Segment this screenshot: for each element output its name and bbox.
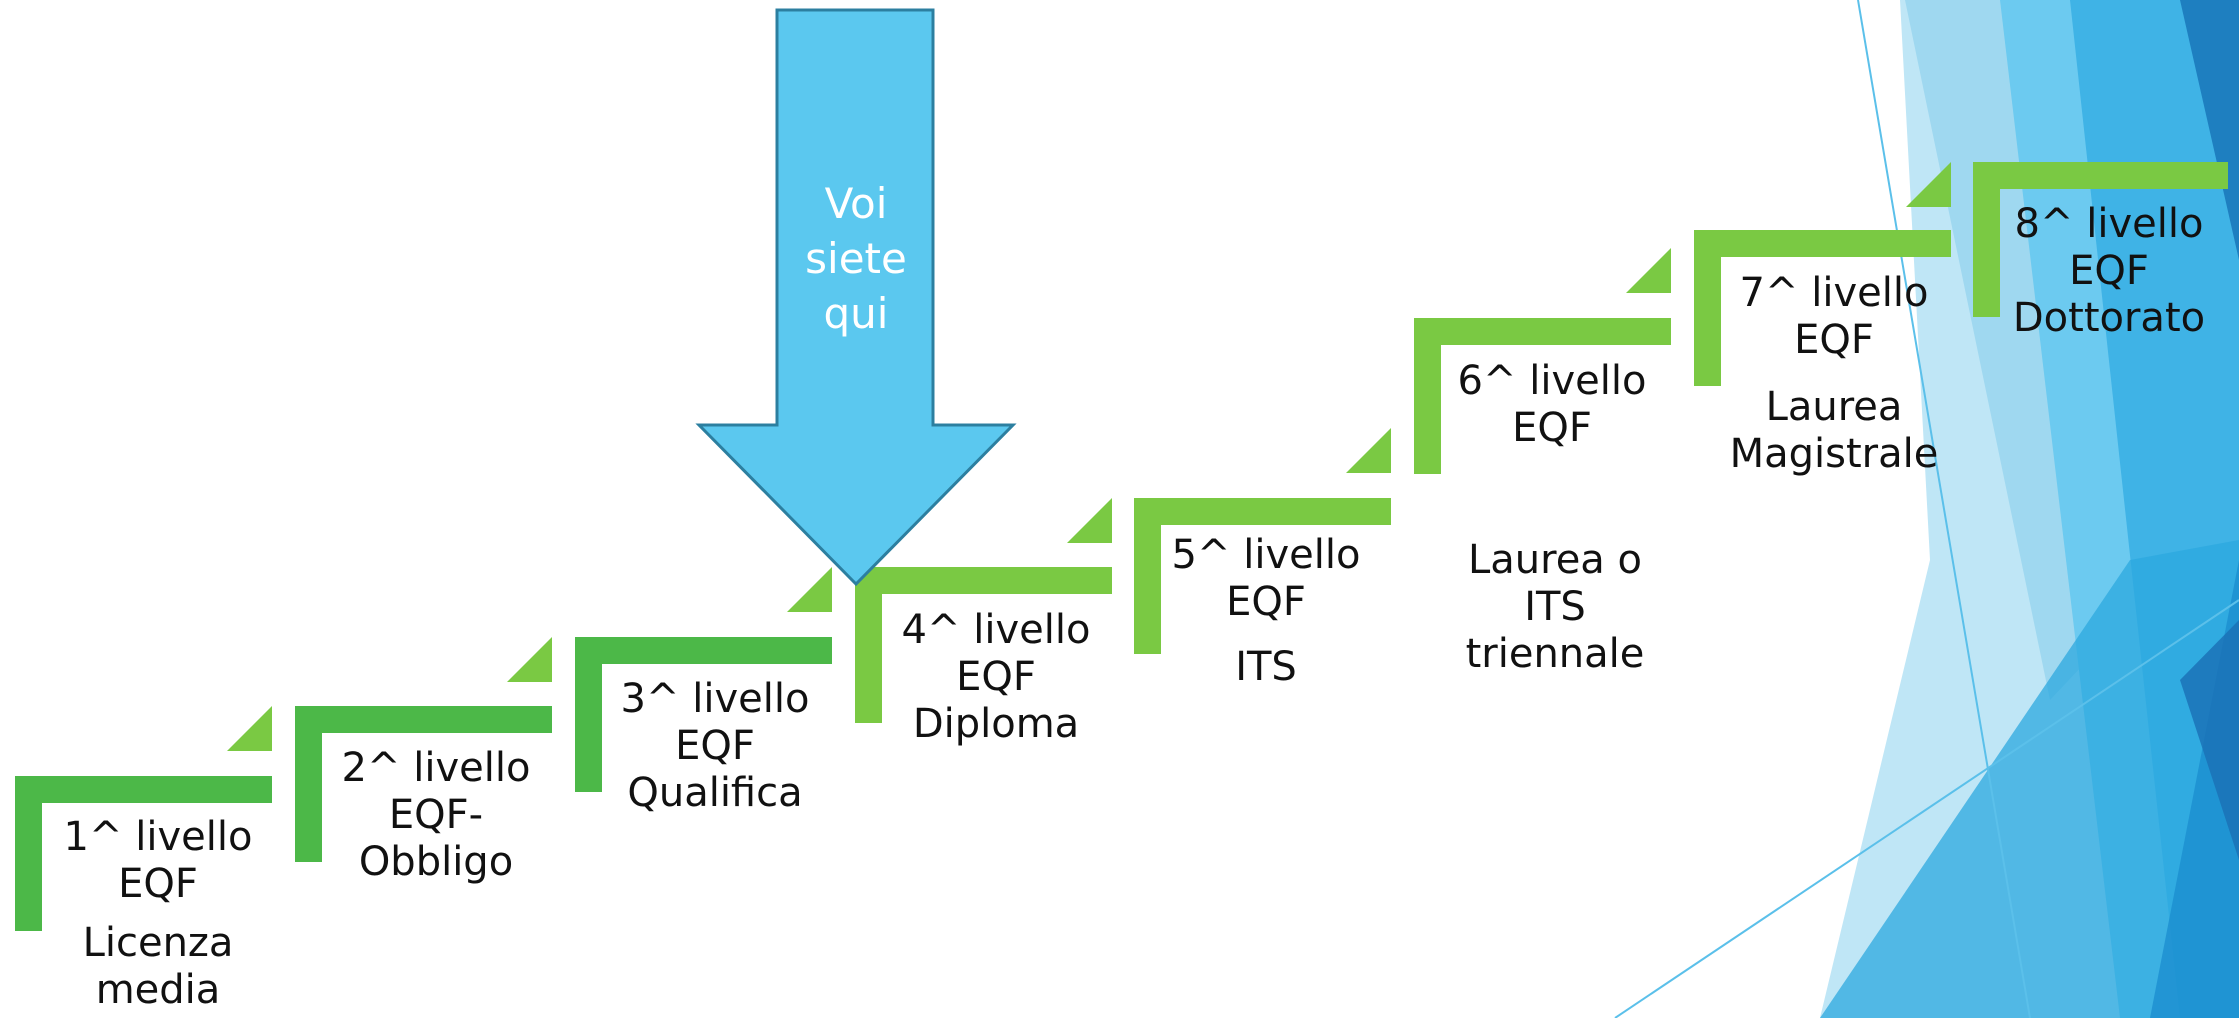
step-4 [855,498,1112,723]
you-are-here-label: Voi siete qui [778,176,934,341]
level-text: 3^ livello [620,676,810,722]
deco-line [1857,0,2031,1018]
step-triangle [1906,162,1951,207]
step-triangle [1626,248,1671,293]
eqf-text: EQF- [388,792,484,838]
desc-text: Qualifica [627,770,803,816]
step-bracket [1414,318,1671,474]
step-label-7: 7^ livello EQF Laurea Magistrale [1704,270,1964,478]
step-8 [1973,162,2228,317]
step-label-2: 2^ livello EQF- Obbligo [306,745,566,886]
step-1 [15,706,272,931]
level-text: 7^ livello [1739,270,1929,316]
level-text: 4^ livello [901,607,1091,653]
level-text: 5^ livello [1171,532,1361,578]
desc-text: ITS [1235,644,1297,690]
step-2 [295,637,552,862]
step-bracket [1134,498,1391,654]
step-bracket [1694,230,1951,386]
step-label-5: 5^ livello EQF ITS [1136,532,1396,691]
level-text: 2^ livello [341,745,531,791]
level-text: 8^ livello [2014,201,2204,247]
desc-text: Obbligo [358,839,514,885]
step-label-8: 8^ livello EQF Dottorato [1985,201,2233,342]
step-6 [1414,248,1671,474]
step-label-1: 1^ livello EQF Licenza media [20,814,296,1014]
step-label-4: 4^ livello EQF Diploma [866,607,1126,748]
step-triangle [507,637,552,682]
step-bracket [295,706,552,862]
eqf-text: EQF [675,723,755,769]
step-label-3: 3^ livello EQF Qualifica [585,676,845,817]
step-3 [575,567,832,792]
step-triangle [1067,498,1112,543]
step-bracket [1973,162,2228,317]
step-desc-6: Laurea o ITS triennale [1425,537,1685,678]
level-text: 1^ livello [63,814,253,860]
eqf-text: EQF [1512,405,1592,451]
eqf-text: EQF [118,861,198,907]
step-5 [1134,428,1391,654]
step-triangle [787,567,832,612]
desc-text: media [95,967,221,1013]
step-7 [1694,162,1951,386]
desc-text: Laurea o [1467,537,1643,583]
eqf-text: EQF [1226,579,1306,625]
desc-text: ITS [1524,584,1586,630]
deco-facet [2180,620,2239,860]
eqf-text: EQF [2069,248,2149,294]
deco-line [1614,599,2239,1018]
desc-text: Laurea [1765,384,1903,430]
level-text: 6^ livello [1457,358,1647,404]
arrow-text-line: Voi [824,179,888,228]
desc-text: Dottorato [2012,295,2206,341]
step-triangle [227,706,272,751]
desc-text: Magistrale [1729,431,1939,477]
deco-facet [1820,540,2239,1018]
step-bracket [855,567,1112,723]
arrow-text-line: siete [805,234,907,283]
desc-text: triennale [1465,631,1645,677]
step-bracket [575,637,832,792]
eqf-text: EQF [1794,317,1874,363]
step-bracket [15,776,272,931]
desc-text: Diploma [912,701,1080,747]
desc-text: Licenza [82,920,234,966]
deco-facet [2180,0,2239,260]
step-triangle [1346,428,1391,473]
eqf-text: EQF [956,654,1036,700]
arrow-text-line: qui [823,289,889,338]
you-are-here-arrow [695,8,1017,587]
step-label-6: 6^ livello EQF [1422,358,1682,452]
